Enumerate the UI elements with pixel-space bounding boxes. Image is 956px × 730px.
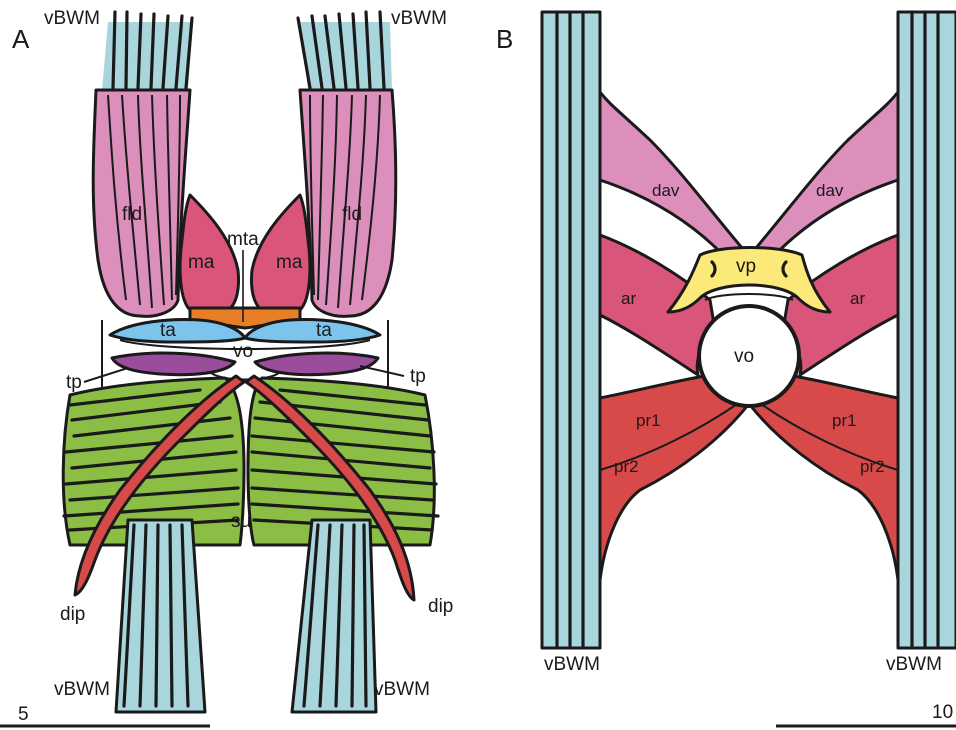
label-pr1-right: pr1 <box>832 411 857 430</box>
label-tp-right: tp <box>410 366 426 387</box>
vbwm-bottom-right <box>292 520 376 712</box>
label-ar-left: ar <box>621 289 636 308</box>
dav-left <box>600 92 742 260</box>
label-ta-right: ta <box>316 320 332 341</box>
label-vbwm-bottom-right: vBWM <box>374 679 430 700</box>
label-vbwm-bottom-left: vBWM <box>54 679 110 700</box>
vbwm-top-right <box>298 12 392 90</box>
label-tp-left: tp <box>66 372 82 393</box>
label-vp: vp <box>736 256 756 277</box>
pr-left <box>600 375 748 580</box>
label-vbwm-top-right: vBWM <box>391 8 447 29</box>
dav-right <box>756 92 898 260</box>
label-mta: mta <box>227 229 259 250</box>
label-su: su <box>231 511 251 532</box>
vbwm-top-left <box>102 12 193 90</box>
vbwm-bottom-left <box>116 520 205 712</box>
label-vbwm-top-left: vBWM <box>44 8 100 29</box>
label-dip-left: dip <box>60 604 85 625</box>
label-pr2-right: pr2 <box>860 457 885 476</box>
label-pr1-left: pr1 <box>636 411 661 430</box>
tp-left-pointer <box>84 368 128 382</box>
label-vbwm-left-b: vBWM <box>544 654 600 675</box>
label-dip-right: dip <box>428 596 453 617</box>
vbwm-right-band <box>898 12 956 648</box>
label-ar-right: ar <box>850 289 865 308</box>
scale-bar-b-label: 10 <box>932 702 953 723</box>
tp-left <box>112 353 235 375</box>
label-ma-right: ma <box>276 252 303 273</box>
vp-inner-curve <box>705 294 793 300</box>
panel-a: A vBWM vBWM fld fld ma ma mta ta ta vo t… <box>0 8 453 726</box>
scale-bar-a-label: 5 <box>18 704 29 725</box>
tp-right <box>255 353 378 375</box>
label-vbwm-right-b: vBWM <box>886 654 942 675</box>
label-vo-a: vo <box>233 341 253 362</box>
pr-right <box>750 375 898 580</box>
panel-b: B dav dav vp ar ar vo pr1 pr1 pr2 pr2 vB… <box>496 12 956 726</box>
label-ta-left: ta <box>160 320 176 341</box>
vbwm-left-band <box>542 12 600 648</box>
tp-right-pointer <box>360 366 404 376</box>
label-fld-left: fld <box>122 204 142 225</box>
label-vo-b: vo <box>734 346 754 367</box>
label-dav-left: dav <box>652 181 680 200</box>
panel-b-letter: B <box>496 24 513 54</box>
label-dav-right: dav <box>816 181 844 200</box>
panel-a-letter: A <box>12 24 30 54</box>
label-ma-left: ma <box>188 252 215 273</box>
label-pr2-left: pr2 <box>614 457 639 476</box>
label-fld-right: fld <box>342 204 362 225</box>
